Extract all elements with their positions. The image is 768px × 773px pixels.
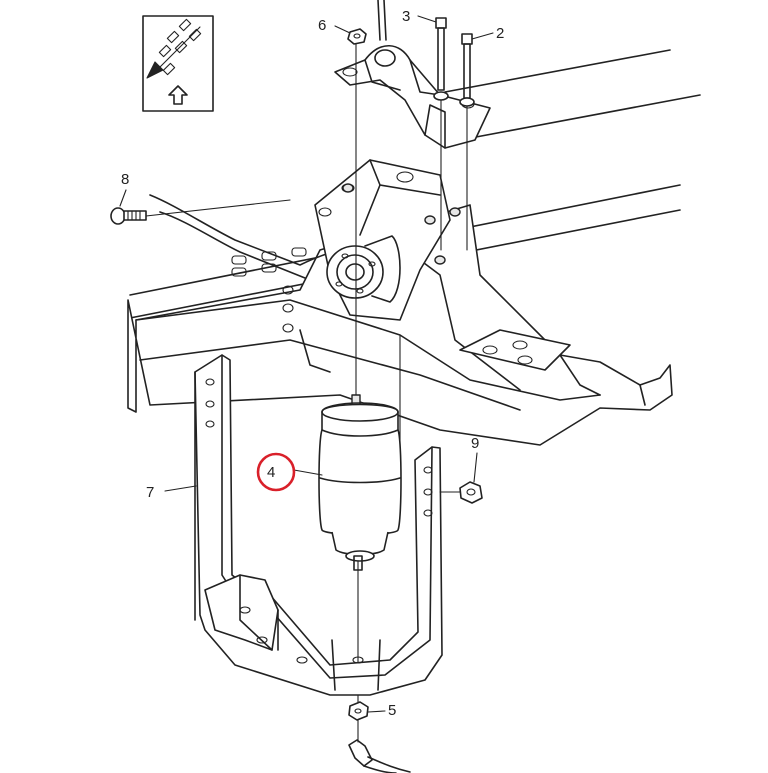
- callout-7: 7: [146, 484, 154, 501]
- callout-3: 3: [402, 8, 410, 25]
- assembly-guide-lines: [145, 43, 468, 711]
- callout-6: 6: [318, 17, 326, 34]
- cross-member: [127, 194, 673, 446]
- bolt-item-8: [110, 207, 147, 225]
- callout-2: 2: [496, 25, 504, 42]
- u-bracket: [194, 354, 443, 696]
- upper-mounting-bracket: [334, 0, 491, 149]
- callout-4: 4: [267, 464, 275, 481]
- center-mount-bracket: [314, 159, 451, 321]
- frame-bolts: [342, 183, 461, 265]
- callout-5: 5: [388, 702, 396, 719]
- nut-item-6: [347, 28, 367, 45]
- nut-item-5: [348, 701, 369, 721]
- vehicle-direction-arrow-icon: [142, 15, 214, 112]
- nut-item-9: [439, 481, 483, 504]
- highlight-circle: [256, 452, 296, 492]
- air-line-fitting: [348, 719, 411, 773]
- bolt-item-2: [459, 33, 475, 107]
- air-spring-bellow: [318, 394, 402, 571]
- callout-leaders: [119, 15, 494, 713]
- callout-8: 8: [121, 171, 129, 188]
- callout-9: 9: [471, 435, 479, 452]
- bolt-item-3: [433, 17, 449, 101]
